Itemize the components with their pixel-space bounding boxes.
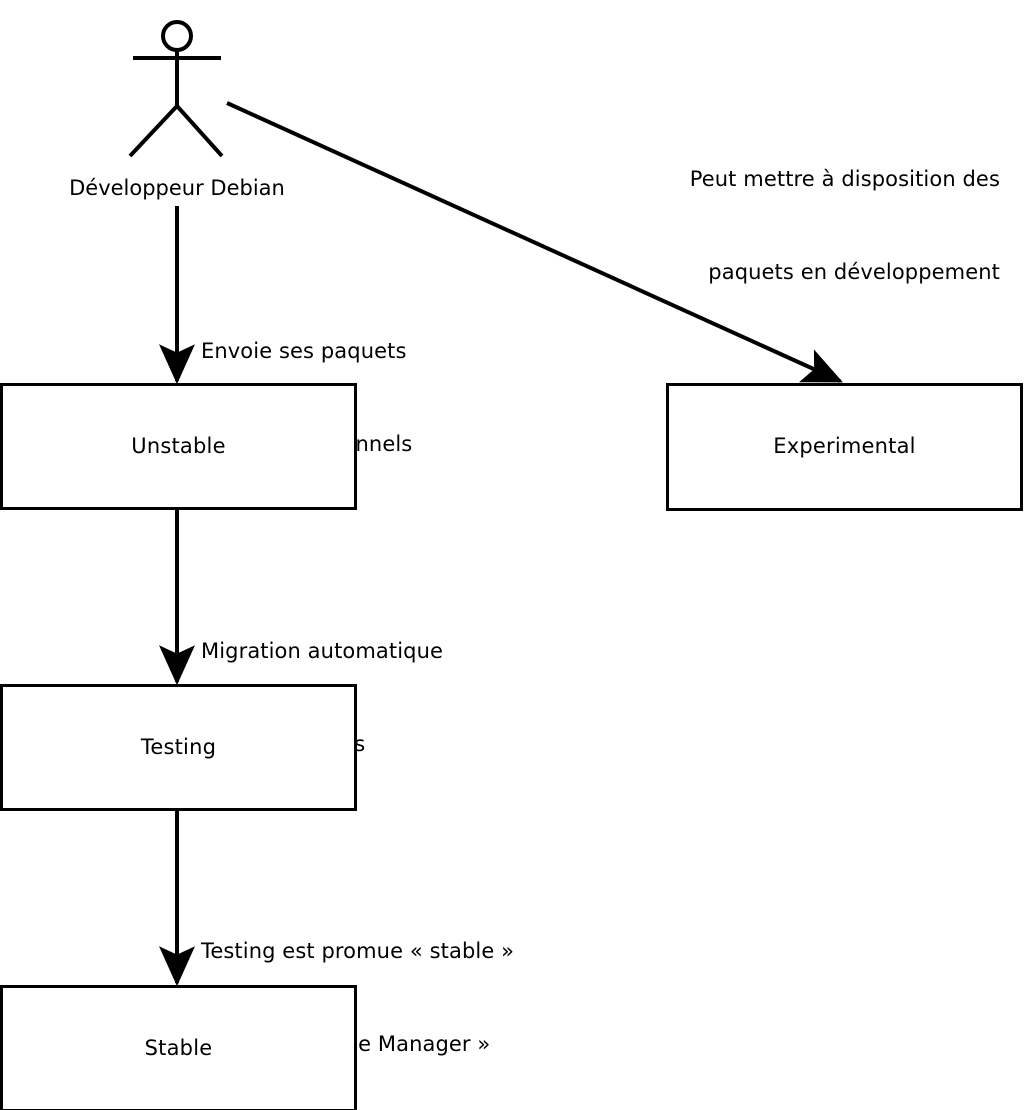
node-experimental[interactable]: Experimental <box>666 383 1023 511</box>
edge-label-testing-to-stable: Testing est promue « stable » par le « R… <box>201 874 514 1110</box>
edge-label-line-1: Envoie ses paquets <box>201 339 407 363</box>
actor-label-developpeur-debian: Développeur Debian <box>69 176 285 200</box>
edge-label-line-1: Testing est promue « stable » <box>201 939 515 963</box>
edge-label-line-1: Peut mettre à disposition des <box>689 167 1000 191</box>
node-label-experimental: Experimental <box>773 434 916 459</box>
edge-label-actor-to-experimental: Peut mettre à disposition des paquets en… <box>640 102 1000 350</box>
node-label-unstable: Unstable <box>131 433 226 458</box>
node-stable[interactable]: Stable <box>0 985 357 1110</box>
node-label-testing: Testing <box>140 734 217 759</box>
edge-label-line-2: paquets en développement <box>708 260 1000 284</box>
node-unstable[interactable]: Unstable <box>0 383 357 510</box>
stick-figure-actor-icon <box>128 20 224 158</box>
edge-label-line-1: Migration automatique <box>201 639 444 663</box>
node-testing[interactable]: Testing <box>0 684 357 811</box>
edge-actor-to-experimental <box>226 101 843 383</box>
node-label-stable: Stable <box>144 1035 213 1060</box>
